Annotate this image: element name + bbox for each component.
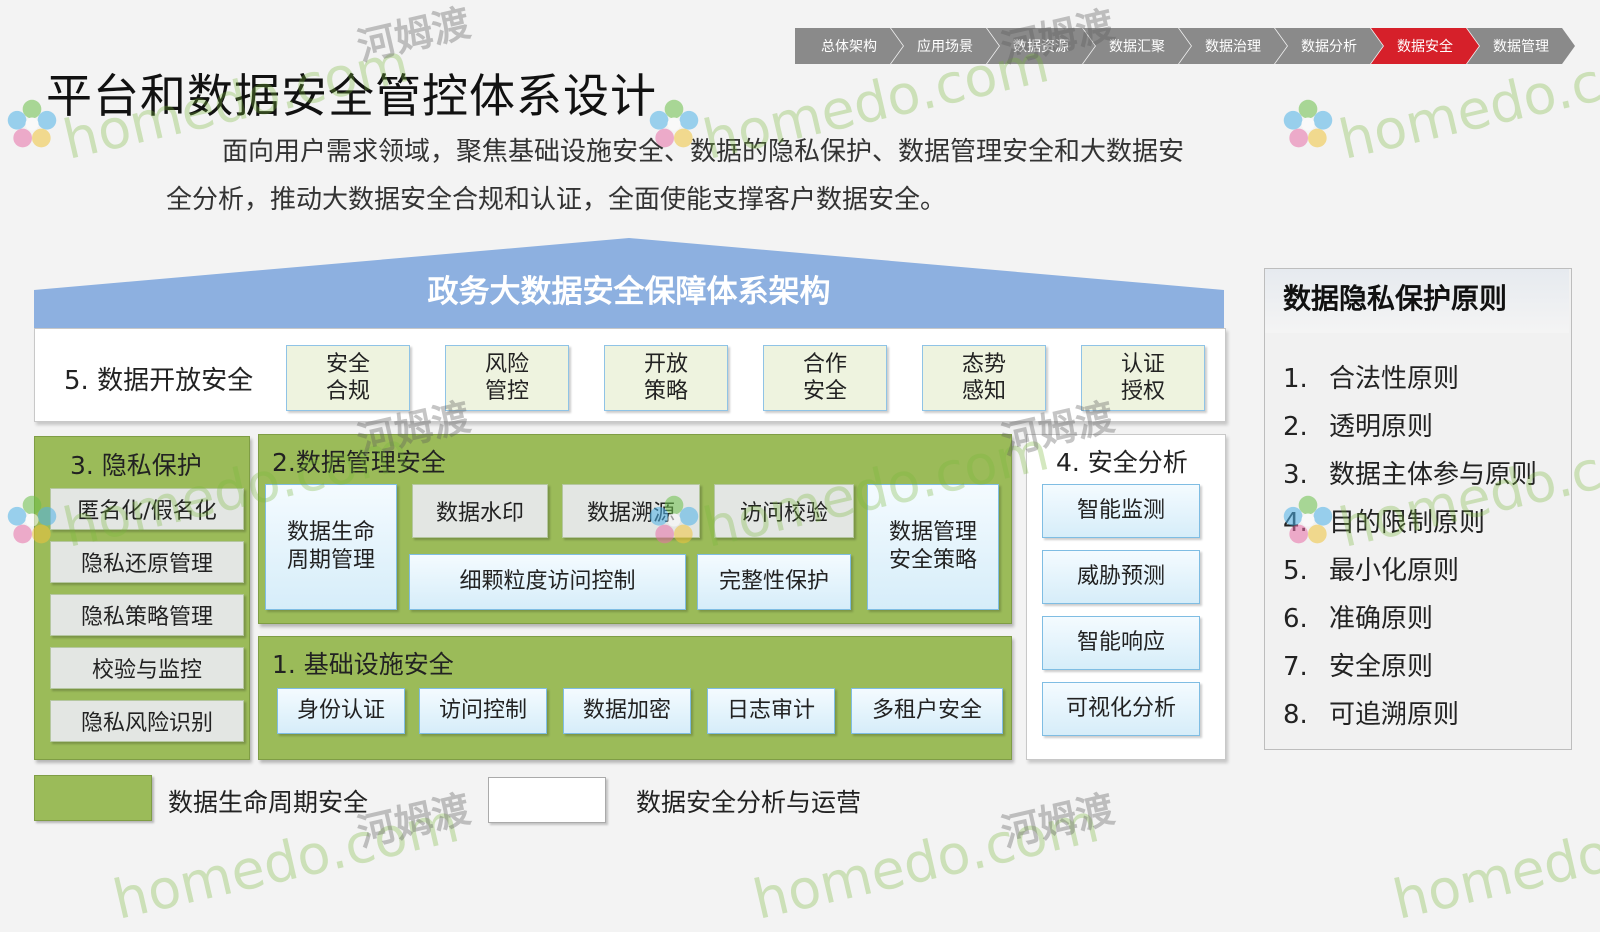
principle-number: 6.	[1283, 604, 1308, 634]
roof-shape	[34, 238, 1224, 328]
open-security-label: 5. 数据开放安全	[64, 366, 254, 396]
principle-item: 1. 合法性原则	[1283, 358, 1459, 395]
data-management-title: 2.数据管理安全	[272, 448, 446, 477]
principle-item: 6. 准确原则	[1283, 598, 1433, 635]
infra-item: 多租户安全	[851, 688, 1003, 734]
watermark-cn: 河姆渡	[997, 786, 1119, 856]
principle-text: 目的限制原则	[1329, 508, 1486, 538]
open-security-item: 开放 策略	[604, 345, 728, 411]
access-check-box: 访问校验	[714, 484, 854, 538]
privacy-title: 3. 隐私保护	[70, 451, 202, 480]
legend-label-analysis: 数据安全分析与运营	[636, 788, 862, 817]
open-security-item: 合作 安全	[763, 345, 887, 411]
legend-swatch-analysis	[488, 777, 606, 823]
principle-text: 安全原则	[1329, 652, 1434, 682]
breadcrumb-item[interactable]: 数据治理	[1179, 28, 1287, 64]
open-security-item: 态势 感知	[922, 345, 1046, 411]
infra-item: 数据加密	[563, 688, 691, 734]
management-policy-box: 数据管理 安全策略	[867, 484, 999, 610]
infrastructure-title: 1. 基础设施安全	[272, 650, 454, 679]
breadcrumb-item[interactable]: 数据资源	[987, 28, 1095, 64]
legend-label-lifecycle: 数据生命周期安全	[168, 788, 369, 817]
principle-number: 7.	[1283, 652, 1308, 682]
integrity-protection-box: 完整性保护	[697, 554, 851, 610]
analysis-item: 威胁预测	[1042, 550, 1200, 604]
analysis-item: 智能响应	[1042, 616, 1200, 670]
principle-item: 7. 安全原则	[1283, 646, 1433, 683]
infra-item: 身份认证	[277, 688, 405, 734]
principle-number: 4.	[1283, 508, 1308, 538]
breadcrumb-item[interactable]: 总体架构	[795, 28, 903, 64]
principle-item: 3. 数据主体参与原则	[1283, 454, 1537, 491]
principle-number: 8.	[1283, 700, 1308, 730]
fine-grained-access-box: 细颗粒度访问控制	[409, 554, 686, 610]
privacy-item: 隐私风险识别	[50, 700, 244, 742]
watermark-cn: 河姆渡	[353, 786, 475, 856]
principle-text: 数据主体参与原则	[1329, 460, 1538, 490]
legend-swatch-lifecycle	[34, 775, 152, 821]
security-analysis-title: 4. 安全分析	[1056, 448, 1188, 477]
infra-item: 访问控制	[419, 688, 547, 734]
breadcrumb-item[interactable]: 数据分析	[1275, 28, 1383, 64]
privacy-item: 匿名化/假名化	[50, 488, 244, 530]
privacy-item: 校验与监控	[50, 647, 244, 689]
open-security-item: 认证 授权	[1081, 345, 1205, 411]
analysis-item: 智能监测	[1042, 484, 1200, 538]
lifecycle-management-box: 数据生命 周期管理	[265, 484, 397, 610]
data-watermark-box: 数据水印	[412, 484, 548, 538]
breadcrumb: 总体架构 应用场景 数据资源 数据汇聚 数据治理 数据分析 数据安全 数据管理	[795, 28, 1575, 64]
principles-header	[1265, 269, 1569, 333]
data-trace-box: 数据溯源	[562, 484, 700, 538]
principles-title: 数据隐私保护原则	[1283, 282, 1508, 315]
principle-text: 可追溯原则	[1329, 700, 1460, 730]
page-title: 平台和数据安全管控体系设计	[46, 69, 657, 123]
principle-text: 透明原则	[1329, 412, 1434, 442]
open-security-item: 安全 合规	[286, 345, 410, 411]
principle-number: 5.	[1283, 556, 1308, 586]
infra-item: 日志审计	[707, 688, 835, 734]
privacy-item: 隐私还原管理	[50, 541, 244, 583]
privacy-item: 隐私策略管理	[50, 594, 244, 636]
breadcrumb-item[interactable]: 数据管理	[1467, 28, 1575, 64]
principle-text: 合法性原则	[1329, 364, 1460, 394]
breadcrumb-item[interactable]: 数据汇聚	[1083, 28, 1191, 64]
principle-item: 8. 可追溯原则	[1283, 694, 1459, 731]
analysis-item: 可视化分析	[1042, 682, 1200, 736]
architecture-title: 政务大数据安全保障体系架构	[427, 274, 831, 310]
principle-number: 1.	[1283, 364, 1308, 394]
breadcrumb-item[interactable]: 应用场景	[891, 28, 999, 64]
watermark-text: homedo.com	[1387, 791, 1600, 932]
principle-item: 5. 最小化原则	[1283, 550, 1459, 587]
open-security-item: 风险 管控	[445, 345, 569, 411]
watermark-flower-icon	[1283, 99, 1333, 148]
principle-item: 4. 目的限制原则	[1283, 502, 1485, 539]
principle-text: 最小化原则	[1329, 556, 1460, 586]
principle-number: 3.	[1283, 460, 1308, 490]
principle-text: 准确原则	[1329, 604, 1434, 634]
breadcrumb-item-active[interactable]: 数据安全	[1371, 28, 1479, 64]
principle-item: 2. 透明原则	[1283, 406, 1433, 443]
subtitle: 面向用户需求领域，聚焦基础设施安全、数据的隐私保护、数据管理安全和大数据安全分析…	[166, 137, 1185, 215]
principle-number: 2.	[1283, 412, 1308, 442]
